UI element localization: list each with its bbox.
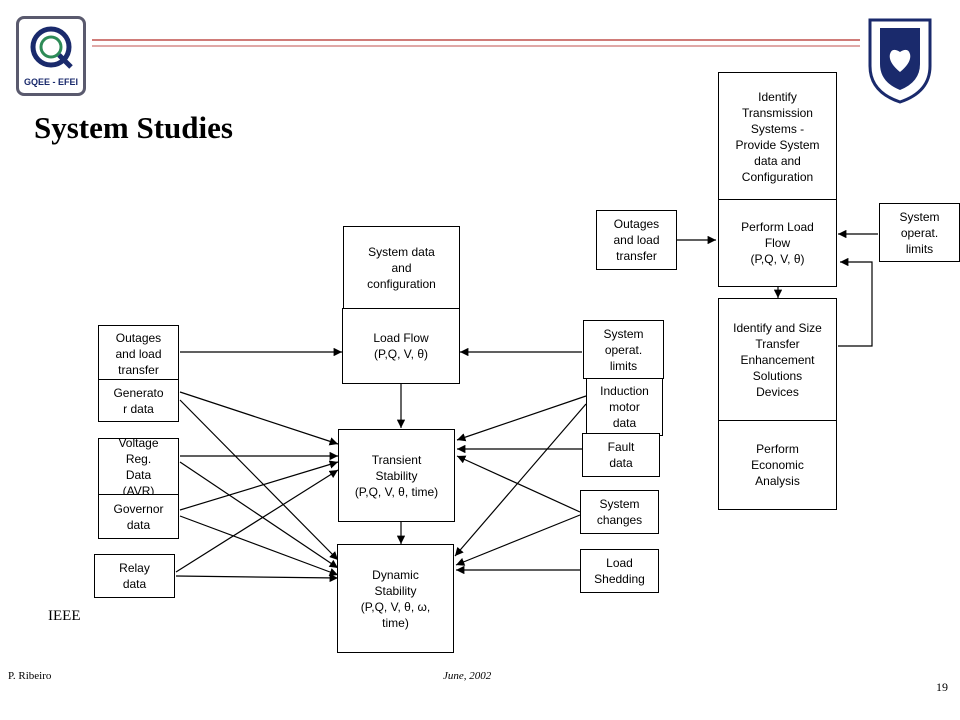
generator-data-box: Generato r data [98,379,179,422]
arrow-changes-to-transient [456,455,581,513]
arrow-motor-to-dynamic [454,403,587,557]
system-limits-right-box: System operat. limits [879,203,960,262]
induction-motor-box: Induction motor data [586,378,663,436]
system-changes-box: System changes [580,490,659,534]
date-label: June, 2002 [443,670,492,682]
page-number: 19 [936,680,948,694]
governor-data-box: Governor data [98,494,179,539]
seal-logo [858,14,942,104]
arrow-generator-to-transient [179,391,339,446]
load-flow-box: Load Flow (P,Q, V, θ) [342,308,460,384]
fault-data-box: Fault data [582,433,660,477]
relay-data-box: Relay data [94,554,175,598]
identify-transmission-box: Identify Transmission Systems - Provide … [718,72,837,202]
page-title: System Studies [34,110,233,145]
arrow-motor-to-transient [456,395,587,442]
arrow-governor-to-dynamic [179,515,339,576]
system-limits-box: System operat. limits [583,320,664,379]
dynamic-stability-box: Dynamic Stability (P,Q, V, θ, ω, time) [337,544,454,653]
logo-left-label: GQEE - EFEI [23,77,78,87]
identify-size-box: Identify and Size Transfer Enhancement S… [718,298,837,422]
heart-seal-icon [868,18,932,104]
feedback-loop [838,257,873,347]
economic-analysis-box: Perform Economic Analysis [718,420,837,510]
arrow-governor-to-transient [179,460,339,511]
source-label: IEEE [48,608,81,624]
arrow-relay-to-dynamic [175,573,339,583]
arrow-avr-to-dynamic [179,461,339,569]
arrow-generator-to-dynamic [179,399,339,561]
gqee-logo: GQEE - EFEI [16,16,86,96]
voltage-reg-box: Voltage Reg. Data (AVR) [98,436,179,498]
gqee-emblem-icon [30,26,73,69]
arrow-changes-to-dynamic [455,514,581,566]
arrow-relay-to-transient [175,469,339,573]
outages-box: Outages and load transfer [98,325,179,382]
author-label: P. Ribeiro [8,670,52,682]
outages-right-box: Outages and load transfer [596,210,677,270]
system-data-box: System data and configuration [343,226,460,310]
transient-stability-box: Transient Stability (P,Q, V, θ, time) [338,429,455,522]
perform-load-flow-box: Perform Load Flow (P,Q, V, θ) [718,199,837,287]
load-shedding-box: Load Shedding [580,549,659,593]
left-diagram-connectors [175,290,587,583]
